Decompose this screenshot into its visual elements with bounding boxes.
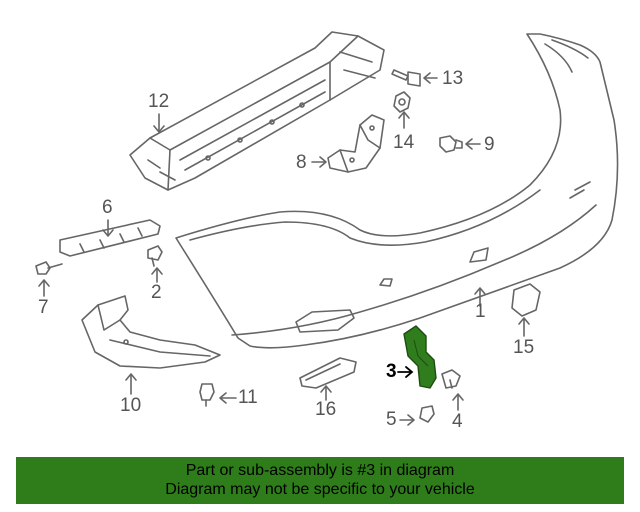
callout-3: 3: [386, 361, 397, 382]
part-push-pin-4[interactable]: [441, 369, 461, 389]
part-nut-14[interactable]: [393, 91, 411, 113]
part-bracket-3-highlighted[interactable]: [403, 325, 437, 389]
part-push-clip-2[interactable]: [147, 245, 163, 267]
part-reinforcement-beam[interactable]: [129, 31, 385, 191]
callout-7: 7: [38, 297, 49, 318]
part-bumper-cover[interactable]: [175, 33, 619, 349]
part-clip-9[interactable]: [439, 135, 463, 153]
parts-diagram: [35, 31, 619, 426]
callout-15: 15: [513, 337, 535, 358]
part-screw-7[interactable]: [35, 261, 63, 275]
part-bracket-8[interactable]: [327, 114, 385, 173]
part-clip-5[interactable]: [419, 405, 435, 423]
callout-14: 14: [393, 132, 415, 153]
callout-5: 5: [386, 409, 397, 430]
callout-10: 10: [120, 395, 142, 416]
part-clip-11[interactable]: [199, 383, 215, 407]
leader-3: [397, 366, 414, 378]
part-reflector-16[interactable]: [299, 357, 357, 389]
part-bolt-13[interactable]: [391, 69, 421, 87]
callout-13: 13: [442, 68, 464, 89]
callout-2: 2: [151, 282, 162, 303]
part-side-bracket-6[interactable]: [59, 219, 161, 257]
part-cap-15[interactable]: [511, 283, 541, 317]
callout-11: 11: [238, 387, 258, 408]
callout-16: 16: [315, 399, 337, 420]
banner-line-1: Part or sub-assembly is #3 in diagram: [185, 462, 455, 479]
callout-6: 6: [102, 197, 113, 218]
callout-1: 1: [475, 301, 486, 322]
callout-8: 8: [296, 152, 307, 173]
part-side-support-10[interactable]: [81, 295, 221, 369]
leader-lines: [38, 72, 530, 426]
banner-line-2: Diagram may not be specific to your vehi…: [165, 481, 475, 498]
callout-9: 9: [484, 134, 495, 155]
callout-12: 12: [148, 91, 170, 112]
callout-4: 4: [452, 411, 463, 432]
info-banner: Part or sub-assembly is #3 in diagram Di…: [16, 457, 624, 504]
